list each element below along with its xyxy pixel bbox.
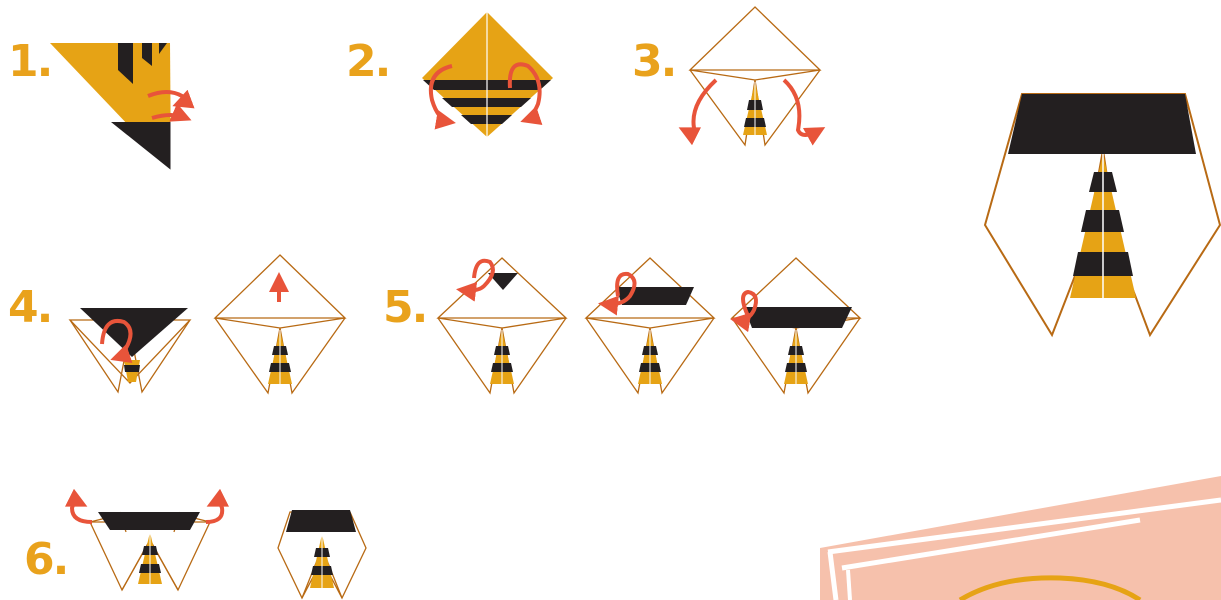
- step-6-arrow-right: [206, 503, 222, 522]
- step-6-arrow-left: [72, 503, 92, 522]
- step-5-figure-c: [732, 258, 860, 393]
- step-number-3: 3.: [632, 36, 675, 87]
- step-6-figure-a: [90, 512, 210, 590]
- decorative-paper-corner: [820, 476, 1221, 600]
- step-5-figure-a: [438, 258, 566, 393]
- step-number-5: 5.: [383, 282, 426, 333]
- step-5-figure-b: [586, 258, 714, 393]
- step-4-figure-b: [215, 255, 345, 393]
- step-number-4: 4.: [8, 282, 51, 333]
- final-bee-figure: [985, 94, 1220, 335]
- step-number-1: 1.: [8, 36, 51, 87]
- step-6-figure-b: [278, 510, 366, 598]
- step-4-figure-a: [70, 308, 190, 392]
- step-1-figure: [50, 43, 171, 170]
- step-3-arrow-left: [684, 80, 716, 133]
- step-number-2: 2.: [346, 36, 389, 87]
- step-3-arrow-right: [784, 80, 820, 135]
- step-number-6: 6.: [24, 534, 67, 585]
